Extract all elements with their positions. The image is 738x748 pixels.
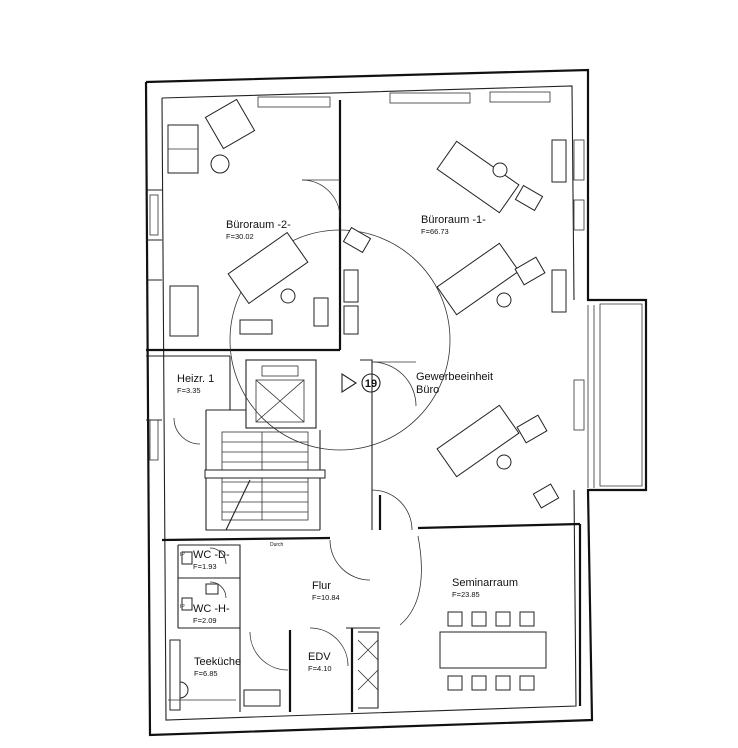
- area-flur: F=10.84: [312, 593, 340, 602]
- furniture-bueroraum-2: [167, 98, 329, 337]
- area-wc-d: F=1.93: [193, 562, 217, 571]
- label-edv: EDV: [308, 651, 331, 663]
- label-teekueche: Teeküche: [194, 656, 241, 668]
- tag-wc-d: IP: [180, 552, 185, 558]
- label-gewerbe-line1: Gewerbeeinheit: [416, 371, 493, 383]
- unit-number: 19: [365, 378, 377, 390]
- area-heizr: F=3.35: [177, 386, 201, 395]
- tag-corridor: Durch: [270, 542, 284, 548]
- stairs: [204, 431, 326, 531]
- area-teekueche: F=6.85: [194, 669, 218, 678]
- furniture-bueroraum-1: [342, 139, 567, 509]
- area-bueroraum-1: F=66.73: [421, 227, 449, 236]
- label-wc-h: WC -H-: [193, 603, 230, 615]
- label-heizr: Heizr. 1: [177, 373, 214, 385]
- tag-wc-h: IP: [180, 604, 185, 610]
- zone-circle: [229, 229, 451, 451]
- room-labels: Büroraum -2- F=30.02 Büroraum -1- F=66.7…: [177, 214, 518, 678]
- label-seminarraum: Seminarraum: [452, 577, 518, 589]
- label-gewerbe-line2: Büro: [416, 384, 439, 396]
- label-wc-d: WC -D-: [193, 549, 230, 561]
- furniture-seminarraum: [439, 611, 547, 691]
- label-bueroraum-1: Büroraum -1-: [421, 214, 486, 226]
- outer-walls: [144, 68, 596, 737]
- label-flur: Flur: [312, 580, 331, 592]
- area-bueroraum-2: F=30.02: [226, 232, 254, 241]
- area-wc-h: F=2.09: [193, 616, 217, 625]
- area-seminarraum: F=23.85: [452, 590, 480, 599]
- doors: [173, 179, 422, 671]
- balcony: [587, 298, 648, 492]
- furniture-sanitary: [168, 551, 281, 711]
- area-edv: F=4.10: [308, 664, 332, 673]
- label-bueroraum-2: Büroraum -2-: [226, 219, 291, 231]
- unit-marker: 19: [341, 372, 381, 394]
- interior-walls: [146, 100, 582, 712]
